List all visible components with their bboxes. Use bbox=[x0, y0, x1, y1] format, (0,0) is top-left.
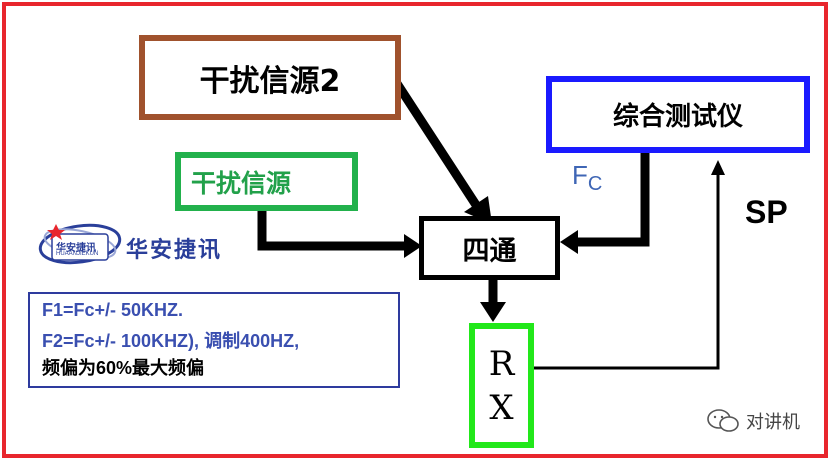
fc-main: F bbox=[572, 160, 588, 190]
fc-label: FC bbox=[572, 160, 602, 195]
rx-letter-r: R bbox=[488, 343, 515, 384]
logo-company-name: 华安捷讯 bbox=[126, 238, 223, 263]
arrow-interference-to-fourway bbox=[257, 206, 408, 251]
frequency-note-box: F1=Fc+/- 50KHZ. F2=Fc+/- 100KHZ), 调制400H… bbox=[28, 292, 400, 388]
logo-emblem-icon bbox=[38, 223, 122, 265]
arrowhead-sp bbox=[711, 160, 725, 175]
note-line-2-part-1: F2=Fc+/- 100KHZ), bbox=[42, 331, 200, 351]
note-line-1: F1=Fc+/- 50KHZ. bbox=[42, 300, 184, 320]
rx-letter-x: X bbox=[489, 387, 514, 428]
chat-bubble-icon bbox=[707, 409, 739, 432]
note-line-2: F2=Fc+/- 100KHZ), 调制400HZ, bbox=[42, 327, 299, 353]
fc-subscript: C bbox=[587, 173, 603, 195]
combined-tester-block: 综合测试仪 bbox=[546, 76, 810, 153]
watermark-text: 对讲机 bbox=[746, 412, 800, 433]
interference-source-block: 干扰信源 bbox=[175, 152, 358, 211]
note-line-2-part-2: 调制400HZ, bbox=[199, 331, 300, 351]
four-way-block: 四通 bbox=[419, 216, 560, 280]
logo-badge-pinyin: HUAANJIEKUN bbox=[56, 251, 99, 257]
arrow-interference2-to-fourway bbox=[392, 79, 482, 211]
note-line-3: 频偏为60%最大频偏 bbox=[42, 358, 205, 378]
watermark: 对讲机 bbox=[706, 408, 800, 434]
arrowhead-rx bbox=[480, 302, 506, 322]
arrow-tester-to-fourway bbox=[576, 150, 650, 247]
arrowhead-interference bbox=[404, 234, 422, 258]
four-way-label: 四通 bbox=[462, 235, 517, 267]
company-logo: 华安捷讯 HUAANJIEKUN 华安捷讯 bbox=[34, 212, 264, 276]
combined-tester-label: 综合测试仪 bbox=[612, 102, 743, 132]
line-rx-to-tester bbox=[532, 174, 720, 370]
interference-source-label: 干扰信源 bbox=[191, 168, 292, 198]
arrowhead-tester bbox=[560, 230, 578, 254]
interference-source-2-label: 干扰信源2 bbox=[199, 63, 341, 99]
sp-label: SP bbox=[745, 194, 788, 230]
rx-block: R X bbox=[469, 323, 534, 448]
logo-badge-cn: 华安捷讯 bbox=[56, 243, 96, 254]
interference-source-2-block: 干扰信源2 bbox=[139, 35, 401, 120]
